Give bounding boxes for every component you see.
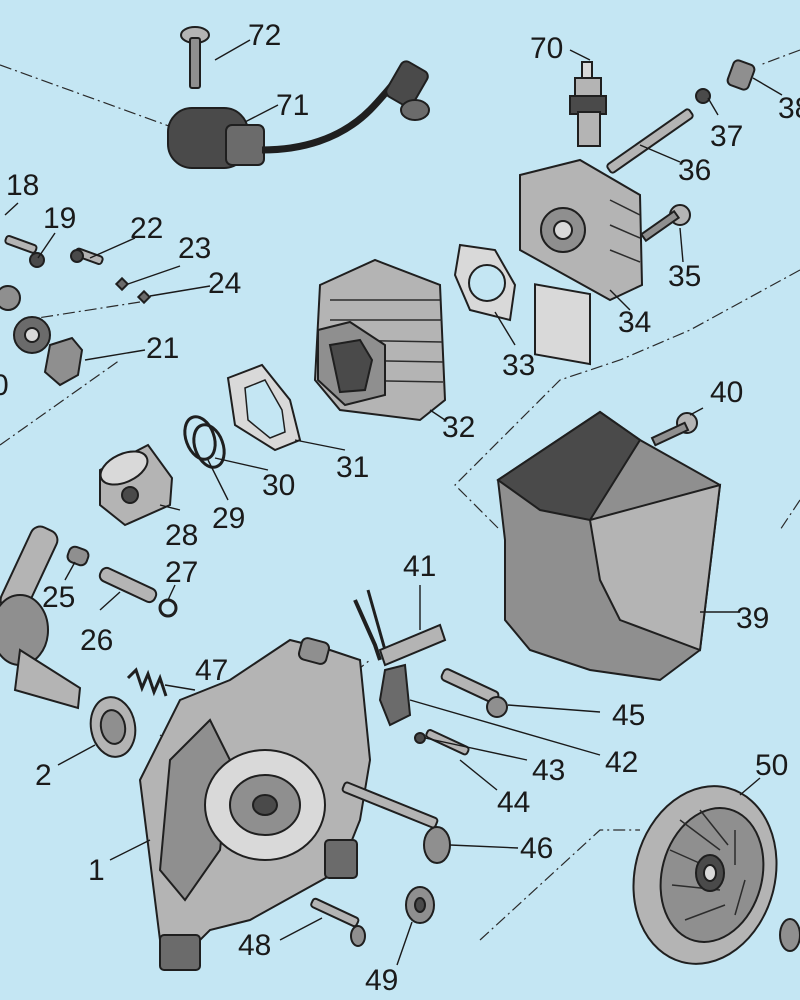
label-2: 2	[35, 759, 52, 792]
parts-41-45-linkage	[353, 589, 508, 756]
part-48-bolt	[310, 897, 366, 947]
label-23: 23	[178, 232, 211, 265]
label-27: 27	[165, 556, 198, 589]
label-1: 1	[88, 854, 105, 887]
label-30: 30	[262, 469, 295, 502]
part-29-30-piston-rings	[183, 415, 226, 469]
label-45: 45	[612, 699, 645, 732]
label-26: 26	[80, 624, 113, 657]
parts-25-27-piston-pin	[66, 545, 178, 618]
part-39-shroud	[496, 410, 722, 682]
part-70-spark-plug	[569, 61, 607, 147]
label-34: 34	[618, 306, 651, 339]
label-70: 70	[530, 32, 563, 65]
label-18: 18	[6, 169, 39, 202]
label-20-partial: 0	[0, 369, 9, 402]
part-71-ignition-coil	[167, 60, 430, 169]
label-22: 22	[130, 212, 163, 245]
label-42: 42	[605, 746, 638, 779]
part-50-flywheel	[632, 785, 800, 965]
part-28-piston	[99, 443, 174, 527]
part-46-shaft	[341, 781, 451, 864]
label-40: 40	[710, 376, 743, 409]
part-38-cap-nut	[726, 59, 756, 91]
label-72: 72	[248, 19, 281, 52]
part-34-cylinder-head	[519, 158, 644, 366]
part-2-bearing	[89, 696, 137, 758]
label-19: 19	[43, 202, 76, 235]
label-31: 31	[336, 451, 369, 484]
label-35: 35	[668, 260, 701, 293]
label-43: 43	[532, 754, 565, 787]
label-38: 38	[778, 92, 800, 125]
label-47: 47	[195, 654, 228, 687]
label-41: 41	[403, 550, 436, 583]
label-36: 36	[678, 154, 711, 187]
label-44: 44	[497, 786, 530, 819]
label-24: 24	[208, 267, 241, 300]
part-33-gasket	[453, 243, 517, 322]
part-36-stud	[606, 108, 694, 174]
label-50: 50	[755, 749, 788, 782]
label-29: 29	[212, 502, 245, 535]
label-32: 32	[442, 411, 475, 444]
label-25: 25	[42, 581, 75, 614]
label-21: 21	[146, 332, 179, 365]
part-37-nut	[695, 88, 711, 104]
label-28: 28	[165, 519, 198, 552]
label-49: 49	[365, 964, 398, 997]
part-49-washer	[405, 886, 435, 924]
part-47-spring	[126, 667, 168, 697]
part-72-bolt	[180, 26, 210, 89]
label-71: 71	[276, 89, 309, 122]
leader-lines	[4, 39, 783, 966]
label-33: 33	[502, 349, 535, 382]
part-40-screw	[650, 412, 698, 447]
parts-18-24-hardware	[0, 234, 152, 387]
part-35-screw	[639, 204, 691, 243]
part-31-base-gasket	[226, 363, 302, 452]
label-39: 39	[736, 602, 769, 635]
label-37: 37	[710, 120, 743, 153]
part-number-labels: 72 71 70 38 37 36 35 34 33 32 31 30 29 2…	[0, 19, 800, 997]
label-48: 48	[238, 929, 271, 962]
part-32-cylinder	[313, 258, 447, 422]
label-46: 46	[520, 832, 553, 865]
crankshaft	[0, 525, 82, 710]
part-1-crankcase	[138, 637, 372, 971]
